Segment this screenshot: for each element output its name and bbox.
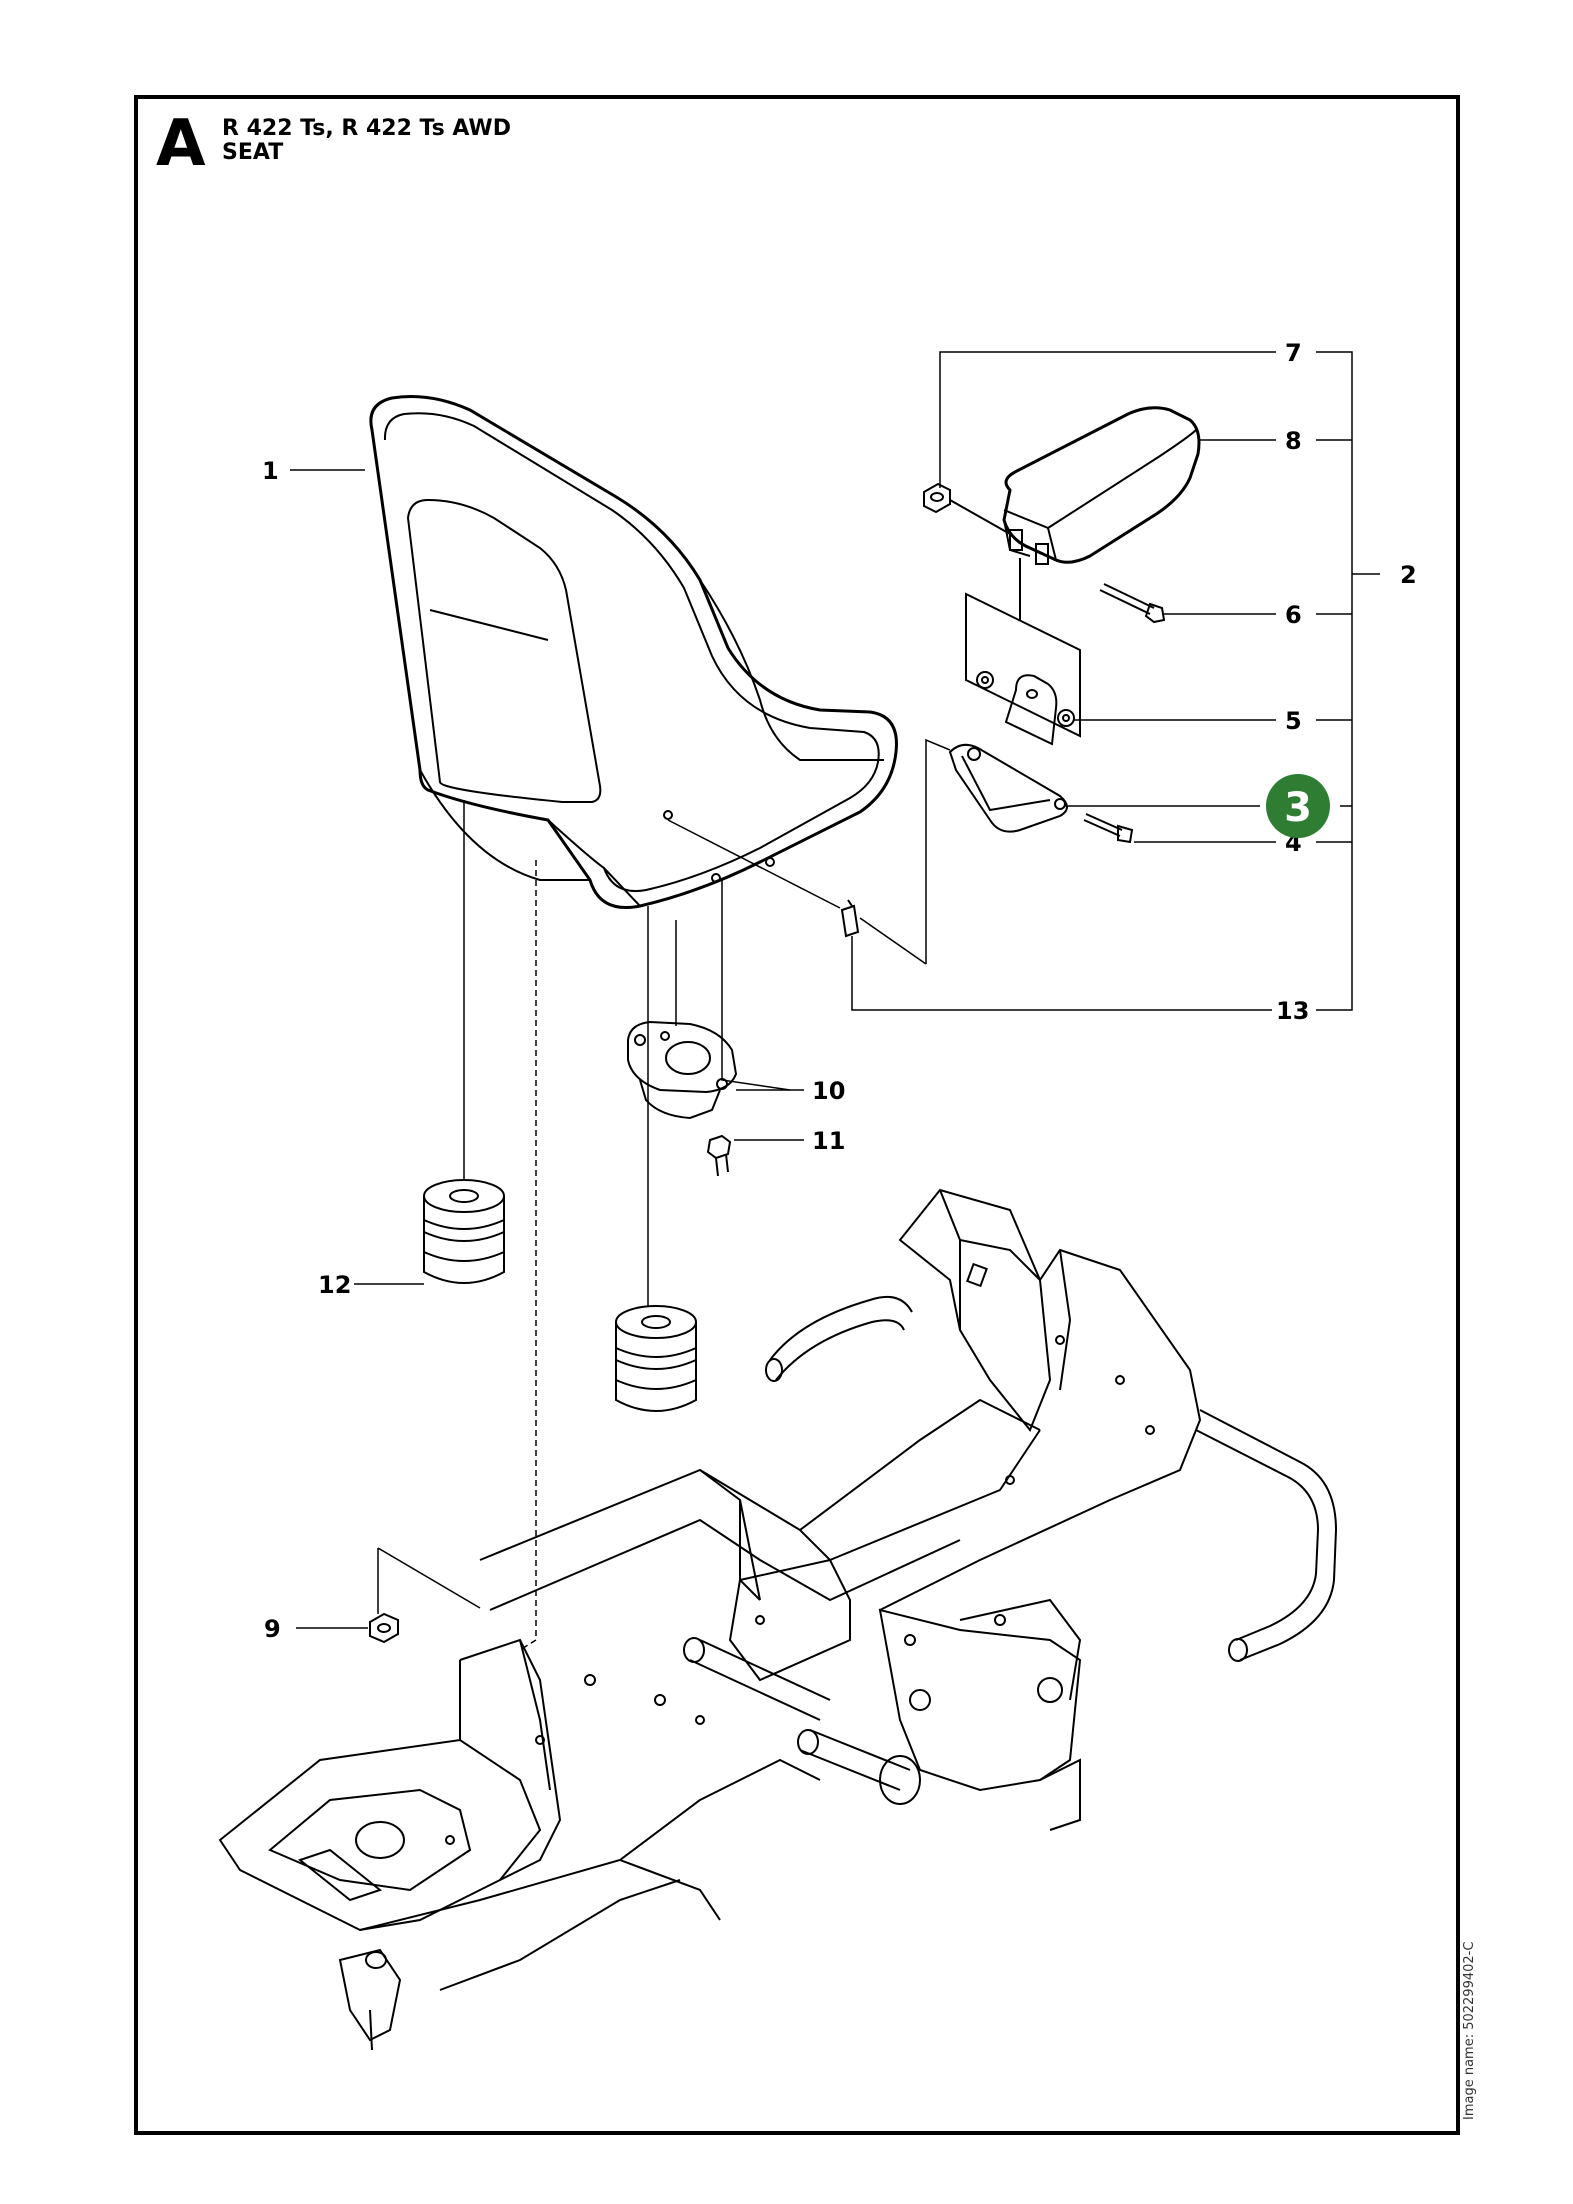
assembly-title: SEAT xyxy=(222,140,284,165)
mount-plate-drawing xyxy=(627,1020,738,1177)
callout-12: 12 xyxy=(318,1271,351,1299)
callout-3: 3 xyxy=(1284,785,1312,831)
callout-5: 5 xyxy=(1285,707,1302,735)
drawing-frame xyxy=(134,95,1460,2135)
callout-6: 6 xyxy=(1285,601,1302,629)
callout-9: 9 xyxy=(264,1615,281,1643)
leader-lines xyxy=(290,351,1380,1651)
section-letter: A xyxy=(156,107,206,181)
callout-8: 8 xyxy=(1285,427,1302,455)
chassis-frame-drawing xyxy=(218,1188,1338,2051)
callout-13: 13 xyxy=(1276,997,1309,1025)
seat-drawing xyxy=(369,395,898,909)
callout-10: 10 xyxy=(812,1077,845,1105)
callout-7: 7 xyxy=(1285,339,1302,367)
callout-2: 2 xyxy=(1400,561,1417,589)
armrest-drawing xyxy=(840,406,1201,938)
callout-11: 11 xyxy=(812,1127,845,1155)
model-title: R 422 Ts, R 422 Ts AWD xyxy=(222,116,511,141)
dampers-drawing xyxy=(423,1179,697,1412)
highlighted-callout-3[interactable]: 3 xyxy=(1266,774,1330,838)
callout-1: 1 xyxy=(262,457,279,485)
highlight-badge[interactable] xyxy=(1266,774,1330,838)
